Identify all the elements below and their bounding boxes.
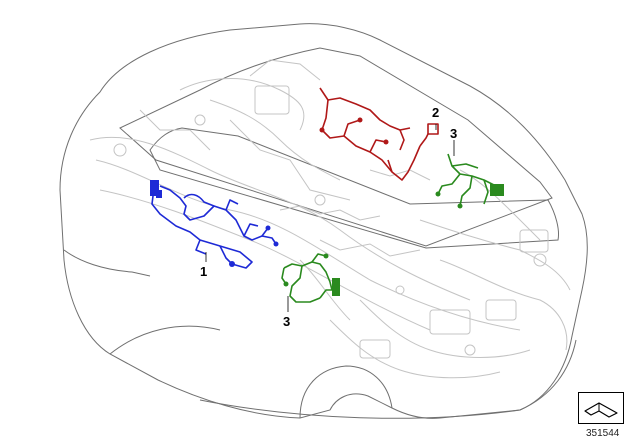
callout-3-rear: 3: [450, 126, 457, 141]
reference-number: 351544: [586, 428, 620, 439]
callout-3-front: 3: [283, 314, 290, 329]
wiring-harness-1: [150, 180, 279, 269]
callout-2: 2: [432, 105, 439, 120]
car-body-outline: [59, 23, 588, 419]
callout-leaders: [205, 124, 455, 312]
callout-1: 1: [200, 264, 207, 279]
wiring-harness-3-front: [281, 253, 340, 303]
wiring-harness-symbol-icon: [578, 392, 624, 424]
wiring-harness-2: [319, 87, 439, 181]
wiring-harness-3-rear: [435, 153, 504, 209]
